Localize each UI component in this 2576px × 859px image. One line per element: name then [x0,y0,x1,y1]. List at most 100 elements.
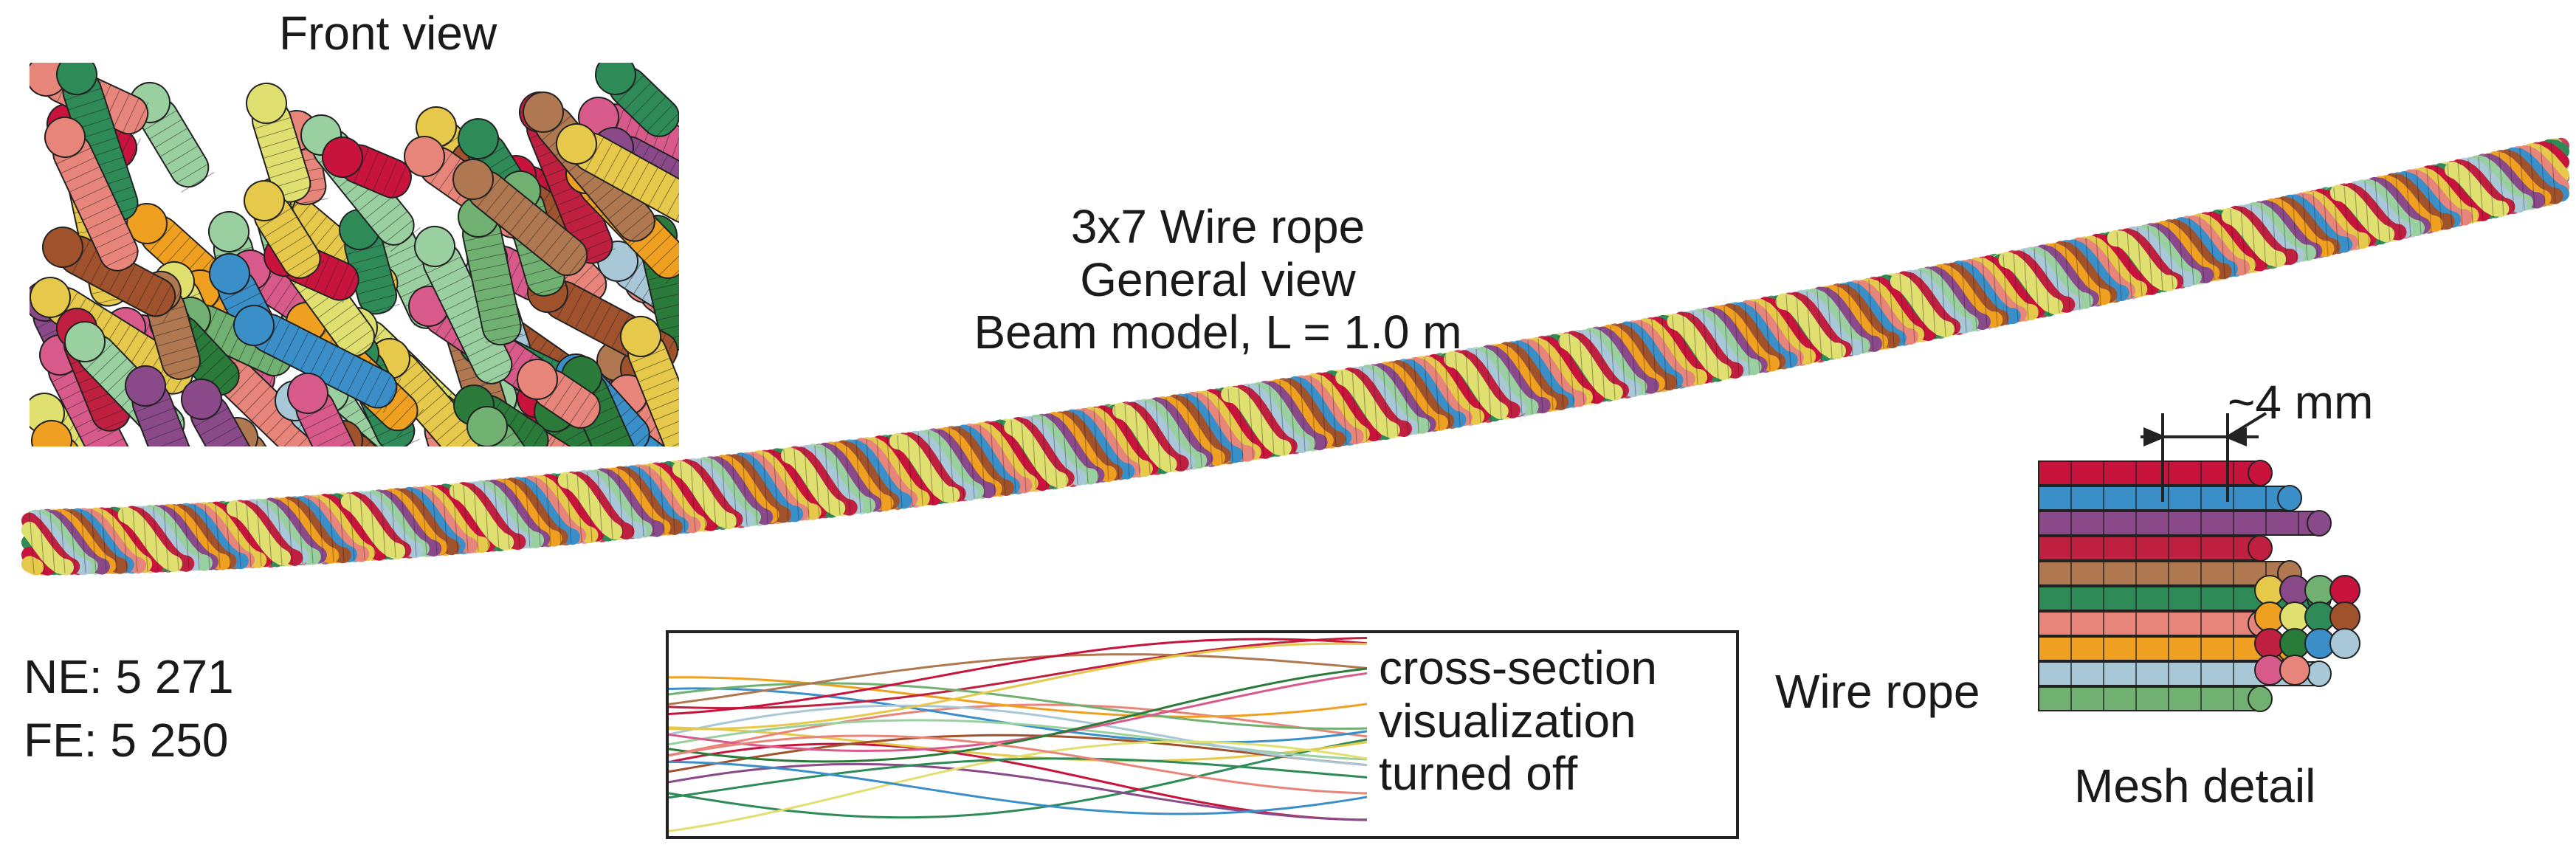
mesh-wire-side [2038,511,2320,536]
front-wire-mesh [358,456,385,483]
rope-mesh-line [1827,287,1833,359]
front-wire-mesh [638,167,658,201]
rope-mesh-line [1496,345,1502,419]
front-wire-mesh [495,449,527,472]
rope-mesh-line [1124,404,1130,478]
front-wire-mesh [78,194,114,212]
front-wire-mesh [680,131,693,168]
mesh-detail-label: Mesh detail [2074,759,2316,813]
rope-mesh-line [1465,351,1471,425]
front-wire-end [244,180,285,221]
front-wire-mesh [621,210,652,236]
mesh-core-end [2279,655,2310,686]
rope-mesh-line [184,505,190,570]
rope-mesh-line [1362,368,1368,442]
front-wire-mesh [743,346,765,377]
front-wire-mesh [593,434,629,446]
rope-mesh-line [2261,202,2267,269]
front-wire-mesh [481,368,516,386]
rope-mesh-line [1010,420,1016,494]
rope-mesh-line [1341,370,1347,445]
front-wire-mesh [682,430,705,460]
front-wire-mesh [438,158,461,190]
mesh-detail-render [2038,460,2360,712]
front-wire [414,226,516,386]
front-wire [181,379,289,490]
front-wire-mesh [476,293,514,303]
rope-mesh-line [2292,196,2298,263]
front-wire-end [56,63,97,95]
rope-mesh-line [628,467,634,538]
front-wire-mesh [221,283,257,302]
rope-mesh-line [680,461,686,533]
rope-mesh-line [814,446,820,518]
front-wire-mesh [593,304,612,339]
rope-mesh-line [2095,235,2101,305]
front-wire-mesh [364,195,395,220]
rope-mesh-line [1754,300,1760,373]
rope-mesh-line [463,484,469,553]
front-wire-mesh [209,435,244,446]
front-wire-mesh [377,210,408,236]
front-wire-mesh [151,315,188,328]
front-wire-mesh [164,236,191,266]
rope-mesh-line [783,449,789,522]
front-wire-mesh [382,394,410,423]
front-wire-mesh [68,97,105,111]
front-wire [287,373,385,446]
rope-mesh-line [390,490,396,558]
rope-strand [21,159,2515,575]
front-wire-mesh [680,433,711,456]
front-wire-mesh [220,453,253,472]
front-wire-mesh [464,447,492,472]
rope-mesh-line [2188,217,2194,285]
front-wire-mesh [46,449,79,469]
rope-mesh-line [587,472,593,542]
front-wire-mesh [653,405,679,421]
front-wire-mesh [613,538,646,556]
front-wire [42,227,182,323]
front-wire-mesh [695,179,713,213]
front-wire-end [30,277,71,318]
front-wire-mesh [266,156,303,169]
front-wire-mesh [435,275,471,293]
rope-mesh-line [1630,322,1636,396]
rope-mesh-line [2230,209,2236,276]
rope-mesh-line [91,509,97,573]
front-view-label: Front view [279,7,497,60]
rope-mesh-line [1021,418,1027,492]
front-wire [246,83,312,203]
rope-mesh-line [411,489,417,556]
rope-mesh-line [1207,391,1213,466]
front-wire-mesh [396,409,424,438]
rope-mesh-line [2529,145,2535,208]
rope-mesh-line [1940,266,1946,337]
rope-mesh-line [2209,213,2215,280]
front-wire-mesh [636,227,665,255]
front-wire-mesh [244,463,276,483]
rope-mesh-line [1300,377,1306,452]
rope-mesh-line [638,466,644,537]
inset-caption-line-1: cross-section [1379,641,1657,694]
front-wire-mesh [351,449,378,476]
rope-mesh-line [359,493,365,560]
front-wire-mesh [291,331,309,367]
front-wire-mesh [230,472,263,490]
rope-mesh-line [1909,272,1915,343]
front-wire-mesh [585,415,621,432]
front-wire [244,180,325,282]
mesh-core-end [2329,575,2360,606]
rope-mesh-line [2343,185,2349,251]
rope-mesh-line [2271,200,2277,267]
front-wire-mesh [644,234,672,262]
front-wire-mesh [623,430,652,446]
rope-mesh-line [1320,374,1326,449]
rope-mesh-line [1744,302,1750,375]
front-wire-mesh [64,88,102,101]
front-wire-mesh [357,283,394,295]
wire-rope-label: Wire rope [1775,665,1980,718]
front-wire-mesh [286,251,320,273]
front-wire-end [452,159,494,200]
front-wire-mesh [154,283,173,318]
